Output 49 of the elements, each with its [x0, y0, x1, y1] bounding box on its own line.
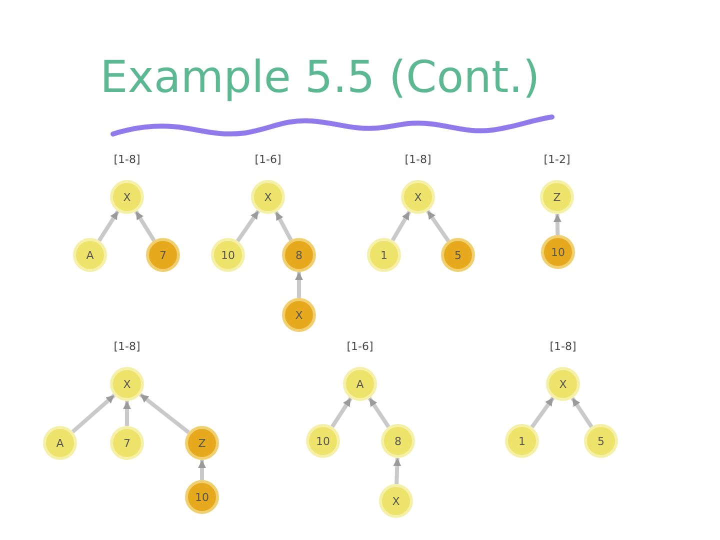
tree-node-circle: X [282, 298, 316, 332]
range-label: [1-8] [114, 153, 140, 166]
tree-node-circle: 1 [505, 424, 539, 458]
tree-node-circle: 5 [584, 424, 618, 458]
arrow [295, 272, 303, 298]
range-label: [1-8] [550, 340, 576, 353]
range-label: [1-6] [346, 340, 374, 353]
tree-node-circle: X [546, 367, 580, 401]
arrow [71, 394, 116, 434]
tree-node-circle: X [379, 484, 413, 518]
tree-node-circle: 5 [441, 238, 475, 272]
tree-node-circle: X [110, 367, 144, 401]
tree-node-circle: 10 [541, 235, 575, 269]
tree-node-circle: X [401, 180, 435, 214]
arrow [198, 460, 206, 480]
arrow [570, 397, 594, 428]
tree-node-circle: Z [540, 180, 574, 214]
arrow [330, 397, 352, 428]
tree-node-circle: 8 [381, 424, 415, 458]
tree-node-circle: X [251, 180, 285, 214]
range-label: [1-2] [544, 153, 570, 166]
arrow [97, 210, 120, 242]
tree-node-circle: 10 [211, 238, 245, 272]
tree-node-circle: Z [185, 426, 219, 460]
arrow [553, 214, 562, 236]
range-label: [1-8] [404, 153, 432, 166]
tree-node-circle: 1 [367, 238, 401, 272]
arrow [393, 458, 402, 484]
tree-node-circle: 10 [306, 424, 340, 458]
tree-node-circle: 10 [185, 480, 219, 514]
arrow [236, 210, 260, 242]
tree-node-circle: 7 [110, 426, 144, 460]
tree-node-circle: X [110, 180, 144, 214]
tree-node-circle: 7 [146, 238, 180, 272]
range-label: [1-6] [254, 153, 282, 166]
arrow [530, 396, 555, 428]
arrow [390, 210, 412, 242]
range-label: [1-8] [114, 340, 140, 353]
tree-node-circle: A [343, 367, 377, 401]
tree-node-circle: 8 [282, 238, 316, 272]
arrow [134, 210, 156, 242]
tree-node-circle: A [73, 238, 107, 272]
arrow [123, 401, 131, 426]
arrow [274, 211, 293, 241]
slide-title: Example 5.5 (Cont.) [100, 52, 540, 104]
arrow [139, 392, 190, 434]
arrow [368, 397, 390, 428]
arrow [426, 210, 450, 242]
tree-node-circle: A [43, 426, 77, 460]
